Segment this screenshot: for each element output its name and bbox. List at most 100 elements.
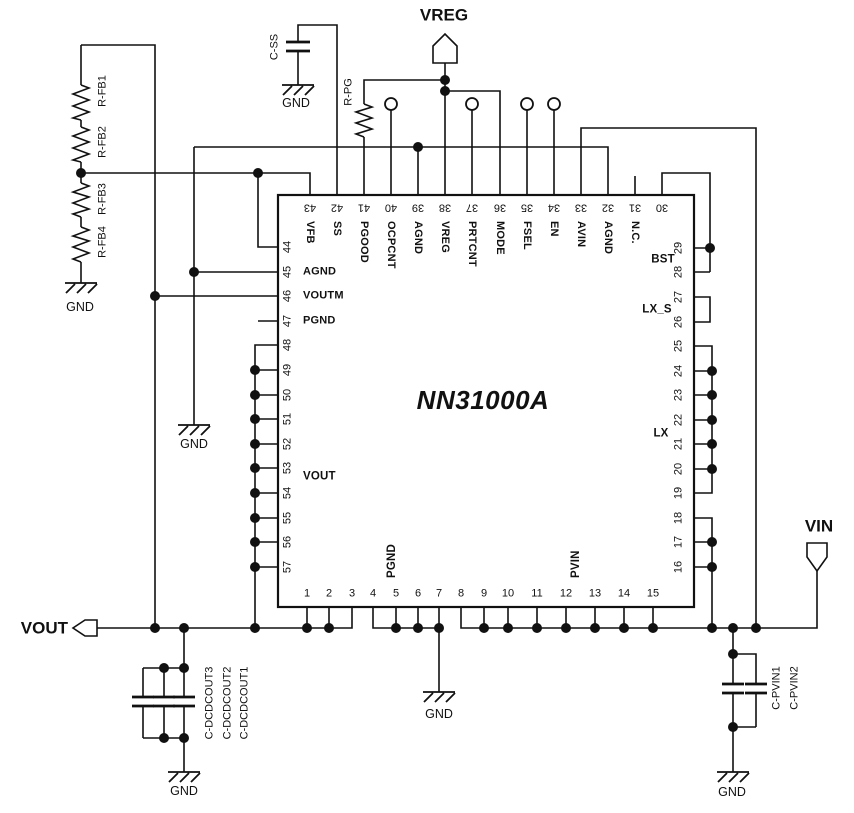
capacitor-c-ss: [286, 40, 310, 53]
pin-label-left-46: VOUTM: [303, 289, 344, 302]
pin-number-bottom-10: 10: [501, 587, 515, 600]
test-point-fsel: [520, 97, 534, 111]
junction-dot: [250, 463, 260, 473]
junction-dot: [250, 365, 260, 375]
junction-dot: [413, 142, 423, 152]
junction-dot: [561, 623, 571, 633]
junction-dot: [250, 513, 260, 523]
pin-number-right-29: 29: [672, 241, 685, 255]
component-label-input-cap-1: C-PVIN2: [788, 666, 801, 710]
junction-dot: [413, 623, 423, 633]
capacitor-c-dcdcout3: [132, 695, 154, 708]
junction-dot: [707, 415, 717, 425]
pin-number-bottom-15: 15: [646, 587, 660, 600]
gnd-symbol-pgnd: [423, 691, 456, 703]
junction-dot: [707, 366, 717, 376]
pin-number-left-48: 48: [281, 338, 294, 352]
capacitor-c-pvin2: [745, 682, 767, 695]
pin-label-top-40: OCPCNT: [385, 221, 397, 269]
junction-dot: [751, 623, 761, 633]
capacitor-c-pvin1: [722, 682, 744, 695]
pin-label-top-34: EN: [548, 221, 560, 237]
vreg-terminal-arrow: [432, 32, 458, 64]
terminal-symbols: [71, 32, 828, 637]
gnd-symbol-agnd: [178, 424, 211, 436]
junction-dot: [648, 623, 658, 633]
pin-number-bottom-4: 4: [369, 587, 377, 600]
pin-group-label-pgnd: PGND: [386, 543, 398, 578]
junction-dot: [440, 75, 450, 85]
pin-label-top-38: VREG: [439, 221, 451, 253]
pin-number-top-38: 38: [438, 201, 452, 214]
component-label-r-fb4: R-FB4: [96, 226, 109, 258]
pin-number-right-28: 28: [672, 265, 685, 279]
junction-dot: [250, 414, 260, 424]
capacitor-c-dcdcout2: [153, 695, 175, 708]
pin-number-right-20: 20: [672, 462, 685, 476]
pin-number-top-35: 35: [520, 201, 534, 214]
pin-label-top-39: AGND: [412, 221, 424, 255]
pin-number-bottom-11: 11: [531, 587, 543, 600]
pin-number-top-39: 39: [411, 201, 425, 214]
junction-dot: [250, 390, 260, 400]
junction-dot: [728, 649, 738, 659]
pin-number-top-36: 36: [493, 201, 507, 214]
pin-number-bottom-6: 6: [414, 587, 422, 600]
pin-label-top-37: PRTCNT: [466, 221, 478, 267]
pin-label-top-35: FSEL: [521, 221, 533, 250]
pin-number-bottom-8: 8: [457, 587, 465, 600]
pin-number-bottom-3: 3: [348, 587, 356, 600]
junction-dot: [707, 623, 717, 633]
pin-number-right-23: 23: [672, 388, 685, 402]
pin-number-bottom-13: 13: [588, 587, 602, 600]
pin-number-top-41: 41: [357, 201, 371, 214]
vin-terminal-label: VIN: [804, 516, 834, 536]
component-label-output-cap-0: C-DCDCOUT3: [203, 666, 216, 740]
junction-dot: [707, 537, 717, 547]
pin-number-bottom-12: 12: [559, 587, 573, 600]
wire-right-nets: [694, 296, 713, 628]
pin-number-left-50: 50: [281, 388, 294, 402]
pin-number-left-55: 55: [281, 511, 294, 525]
junction-dot: [302, 623, 312, 633]
pin-number-right-22: 22: [672, 413, 685, 427]
junction-dot: [707, 562, 717, 572]
pin-label-top-33: AVIN: [575, 221, 587, 248]
resistors: [70, 84, 375, 263]
component-label-r-fb3: R-FB3: [96, 183, 109, 215]
junction-dot: [159, 733, 169, 743]
junction-dot: [250, 488, 260, 498]
junction-dot: [728, 722, 738, 732]
resistor-r-pg: [353, 103, 375, 138]
test-point-prtcnt: [465, 97, 479, 111]
pin-number-left-45: 45: [281, 265, 294, 279]
capacitors: [132, 40, 767, 708]
pin-number-left-53: 53: [281, 461, 294, 475]
pin-number-right-19: 19: [672, 486, 685, 500]
pin-number-right-17: 17: [672, 535, 685, 549]
pin-number-left-52: 52: [281, 437, 294, 451]
pin-number-left-46: 46: [281, 289, 294, 303]
gnd-label-5: GND: [718, 784, 746, 799]
pin-number-left-49: 49: [281, 363, 294, 377]
junction-dot: [250, 623, 260, 633]
pin-number-top-40: 40: [384, 201, 398, 214]
pin-label-left-47: PGND: [303, 314, 336, 327]
test-points: [384, 97, 561, 111]
pin-number-top-37: 37: [465, 201, 479, 214]
pin-number-left-56: 56: [281, 535, 294, 549]
junction-dot: [250, 537, 260, 547]
junction-dot: [159, 663, 169, 673]
pin-number-left-44: 44: [281, 240, 294, 254]
junction-dot: [76, 168, 86, 178]
pin-label-top-41: PGOOD: [358, 221, 370, 263]
pin-number-top-42: 42: [330, 201, 344, 214]
junction-dot: [707, 390, 717, 400]
junction-dots: [76, 75, 761, 743]
pin-number-right-24: 24: [672, 364, 685, 378]
pin-label-top-36: MODE: [494, 221, 506, 255]
pin-number-left-51: 51: [281, 412, 294, 426]
pin-label-left-45: AGND: [303, 265, 337, 278]
pin-number-top-33: 33: [574, 201, 588, 214]
